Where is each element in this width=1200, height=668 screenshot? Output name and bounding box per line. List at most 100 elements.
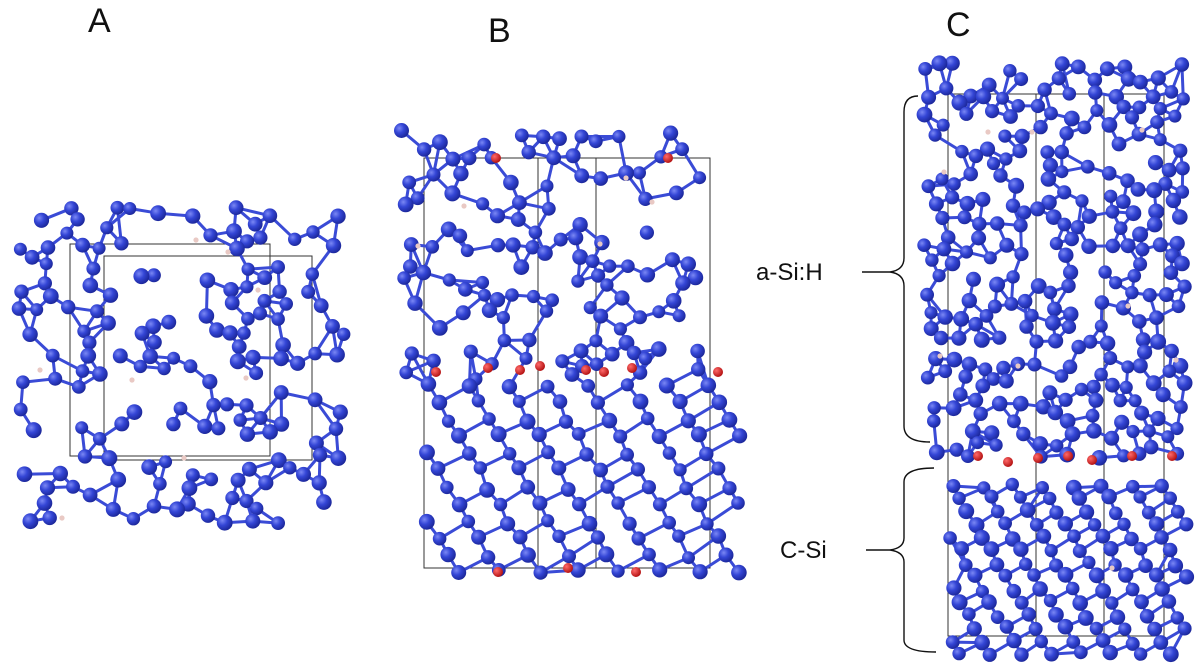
silicon-atom [110,200,125,215]
silicon-atom [114,236,129,251]
silicon-atom [945,400,962,417]
silicon-atom [253,411,268,425]
silicon-atom [1135,242,1150,257]
silicon-atom [185,208,201,224]
silicon-atom [1057,185,1072,200]
silicon-atom [631,531,646,546]
silicon-atom [478,288,491,302]
silicon-atom [24,249,40,265]
silicon-atom [973,406,988,421]
silicon-atom [52,465,68,482]
silicon-atom [968,148,984,164]
silicon-atom [1120,173,1135,188]
silicon-atom [202,374,218,390]
silicon-atom [928,444,945,461]
silicon-atom [141,459,158,475]
silicon-atom [1032,436,1048,452]
silicon-atom [1133,490,1147,504]
silicon-atom [403,237,419,252]
silicon-atom [1014,72,1029,87]
silicon-atom [80,347,97,364]
silicon-atom [998,129,1012,143]
silicon-atom [475,275,490,290]
silicon-atom [1063,264,1079,280]
silicon-atom [633,310,647,325]
silicon-atom [1057,566,1074,583]
oxygen-atom [581,365,591,375]
silicon-atom [161,314,177,330]
silicon-atom [673,463,687,477]
silicon-atom [975,88,992,105]
lower-region-bracket [889,467,937,653]
silicon-atom [476,197,490,211]
hydrogen-atom [1015,363,1021,369]
silicon-atom [1153,102,1167,116]
silicon-atom [461,514,476,529]
silicon-atom [591,268,606,283]
silicon-atom [461,378,478,394]
silicon-atom [241,262,255,276]
silicon-atom [416,142,432,157]
silicon-atom [642,547,656,562]
silicon-atom [959,106,974,121]
silicon-atom [1117,517,1131,531]
oxygen-atom [1033,453,1043,463]
hydrogen-atom [623,175,629,181]
silicon-atom [1019,319,1034,334]
hydrogen-atom [461,203,467,209]
silicon-atom [225,490,240,506]
silicon-atom [66,479,80,494]
silicon-atom [1049,558,1064,573]
silicon-atom [1174,400,1188,414]
silicon-atom [945,190,960,205]
silicon-atom [993,168,1008,183]
silicon-atom [1126,479,1140,494]
silicon-atom [1044,646,1059,662]
silicon-atom [1148,516,1165,532]
silicon-atom [600,479,615,494]
silicon-atom [918,62,933,76]
silicon-atom [938,364,953,379]
panel-b-structure [394,123,748,581]
silicon-atom [602,259,617,273]
silicon-atom [1109,609,1126,625]
silicon-atom [1146,182,1163,199]
silicon-atom [1170,611,1185,625]
silicon-atom [979,141,996,157]
silicon-atom [440,221,457,238]
silicon-atom [1095,528,1111,544]
silicon-atom [1177,279,1192,294]
silicon-atom [1030,278,1047,294]
silicon-atom [940,230,956,245]
silicon-atom [1173,143,1188,158]
silicon-atom [30,303,44,317]
silicon-atom [690,426,707,443]
silicon-atom [1058,247,1074,263]
silicon-atom [553,232,568,247]
oxygen-atom [493,567,503,577]
silicon-atom [146,498,162,514]
silicon-atom [1012,395,1029,412]
silicon-atom [503,174,519,191]
hydrogen-atom [129,377,135,383]
silicon-atom [169,501,186,518]
silicon-atom [968,517,985,534]
silicon-atom [972,216,987,232]
silicon-atom [579,447,594,462]
silicon-atom [270,452,287,469]
silicon-atom [1172,209,1188,225]
silicon-atom [541,514,555,528]
silicon-atom [552,131,567,147]
silicon-atom [692,564,708,580]
silicon-atom [1071,339,1086,355]
silicon-atom [481,302,498,318]
silicon-atom [279,297,294,311]
silicon-atom [1113,221,1128,235]
silicon-atom [1014,595,1029,610]
silicon-atom [490,238,506,253]
silicon-atom [420,376,437,392]
silicon-atom [1145,375,1162,392]
silicon-atom [1054,369,1069,383]
silicon-atom [70,212,85,227]
